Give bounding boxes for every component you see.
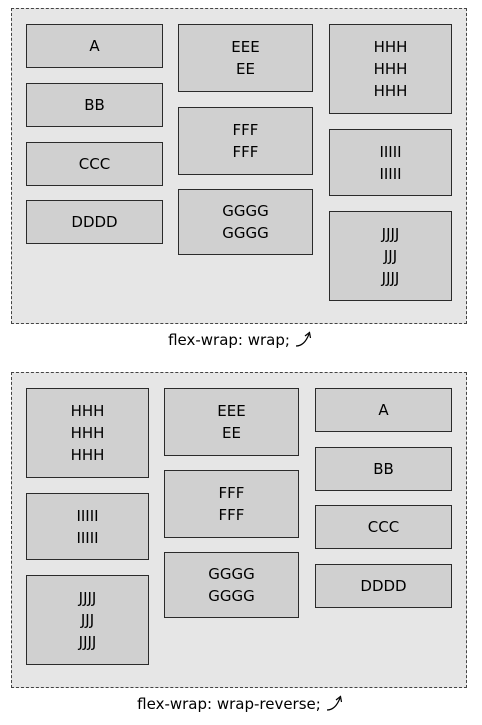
caption-text: flex-wrap: wrap; xyxy=(168,331,290,349)
flex-item-a: A xyxy=(315,388,452,432)
flex-item-e: EEE EE xyxy=(178,24,313,92)
flex-item-text: FFF xyxy=(218,484,245,502)
flex-item-text: GGGG xyxy=(222,224,269,242)
caption-wrap: flex-wrap: wrap; xyxy=(0,330,482,353)
flex-item-text: JJJJ xyxy=(381,269,400,287)
flex-item-text: JJJJ xyxy=(78,633,97,651)
flex-item-text: EE xyxy=(222,424,241,442)
flex-item-c: CCC xyxy=(26,142,163,186)
flex-item-text: IIIII xyxy=(379,164,402,183)
flex-item-text: GGGG xyxy=(208,587,255,605)
flex-item-text: EE xyxy=(236,60,255,78)
flex-item-g: GGGG GGGG xyxy=(164,552,299,618)
flex-item-text: IIIII xyxy=(76,506,99,525)
flex-item-text: IIIII xyxy=(76,528,99,547)
flex-item-a: A xyxy=(26,24,163,68)
caption-wrap-reverse: flex-wrap: wrap-reverse; xyxy=(0,694,482,717)
flex-item-text: HHH xyxy=(373,38,408,56)
flex-item-text: HHH xyxy=(373,60,408,78)
flex-item-text: HHH xyxy=(70,446,105,464)
caption-text: flex-wrap: wrap-reverse; xyxy=(137,695,321,713)
flex-item-text: EEE xyxy=(231,38,260,56)
flex-item-b: BB xyxy=(315,447,452,491)
flex-item-text: CCC xyxy=(78,155,111,173)
flex-item-text: EEE xyxy=(217,402,246,420)
curved-arrow-icon xyxy=(294,330,314,353)
flex-item-text: DDDD xyxy=(360,577,407,595)
flex-item-j: JJJJ JJJ JJJJ xyxy=(329,211,452,301)
flex-item-text: CCC xyxy=(367,518,400,536)
flex-item-j: JJJJ JJJ JJJJ xyxy=(26,575,149,665)
flex-item-text: JJJJ xyxy=(381,225,400,243)
flex-item-text: A xyxy=(378,401,389,419)
flex-item-e: EEE EE xyxy=(164,388,299,456)
flex-item-text: FFF xyxy=(232,121,259,139)
flex-item-f: FFF FFF xyxy=(164,470,299,538)
flex-item-text: DDDD xyxy=(71,213,118,231)
flex-item-h: HHH HHH HHH xyxy=(26,388,149,478)
flex-item-f: FFF FFF xyxy=(178,107,313,175)
flex-item-text: HHH xyxy=(70,424,105,442)
flex-item-text: FFF xyxy=(232,143,259,161)
flex-container-wrap: A BB CCC DDDD EEE EE FFF FFF GGGG GGGG H… xyxy=(11,8,467,324)
flex-item-text: FFF xyxy=(218,506,245,524)
flex-item-d: DDDD xyxy=(26,200,163,244)
flex-item-c: CCC xyxy=(315,505,452,549)
flex-item-h: HHH HHH HHH xyxy=(329,24,452,114)
flex-container-wrap-reverse: HHH HHH HHH IIIII IIIII JJJJ JJJ JJJJ EE… xyxy=(11,372,467,688)
curved-arrow-icon xyxy=(325,694,345,717)
flex-item-text: JJJ xyxy=(80,611,95,629)
flex-item-text: JJJ xyxy=(383,247,398,265)
flex-item-text: GGGG xyxy=(208,565,255,583)
flex-item-text: BB xyxy=(373,460,394,478)
flex-item-text: JJJJ xyxy=(78,589,97,607)
flex-item-i: IIIII IIIII xyxy=(329,129,452,196)
flex-item-text: GGGG xyxy=(222,202,269,220)
flex-item-text: BB xyxy=(84,96,105,114)
flex-item-text: HHH xyxy=(373,82,408,100)
flex-item-d: DDDD xyxy=(315,564,452,608)
flex-item-g: GGGG GGGG xyxy=(178,189,313,255)
flex-item-text: HHH xyxy=(70,402,105,420)
flex-item-b: BB xyxy=(26,83,163,127)
flex-item-i: IIIII IIIII xyxy=(26,493,149,560)
flex-item-text: A xyxy=(89,37,100,55)
flex-item-text: IIIII xyxy=(379,142,402,161)
